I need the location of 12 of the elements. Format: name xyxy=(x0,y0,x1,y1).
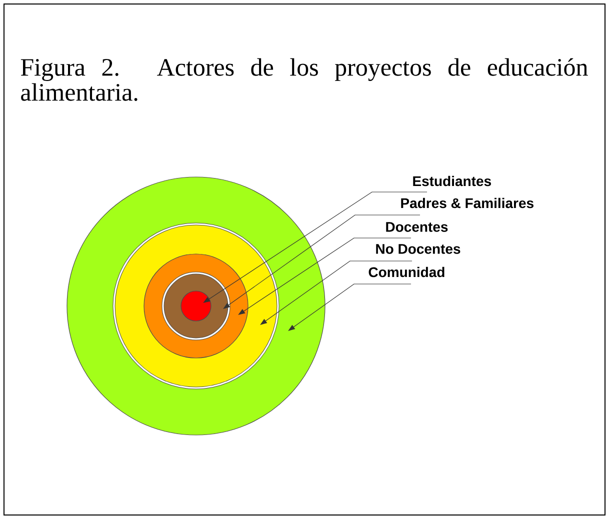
label: Docentes xyxy=(386,222,448,232)
leader-line xyxy=(260,260,412,325)
label: Padres & Familiares xyxy=(401,198,534,208)
figure-caption: Figura 2. Actores de los proyectos de educación alimentaria. xyxy=(20,58,588,101)
label: Comunidad xyxy=(368,266,444,278)
label: No Docentes xyxy=(376,244,460,254)
leader-line xyxy=(223,214,420,309)
label: Estudiantes xyxy=(413,176,491,186)
center-disc xyxy=(180,290,212,322)
leader-line xyxy=(238,238,412,315)
leader-line xyxy=(288,284,412,331)
leader-line xyxy=(203,192,428,303)
